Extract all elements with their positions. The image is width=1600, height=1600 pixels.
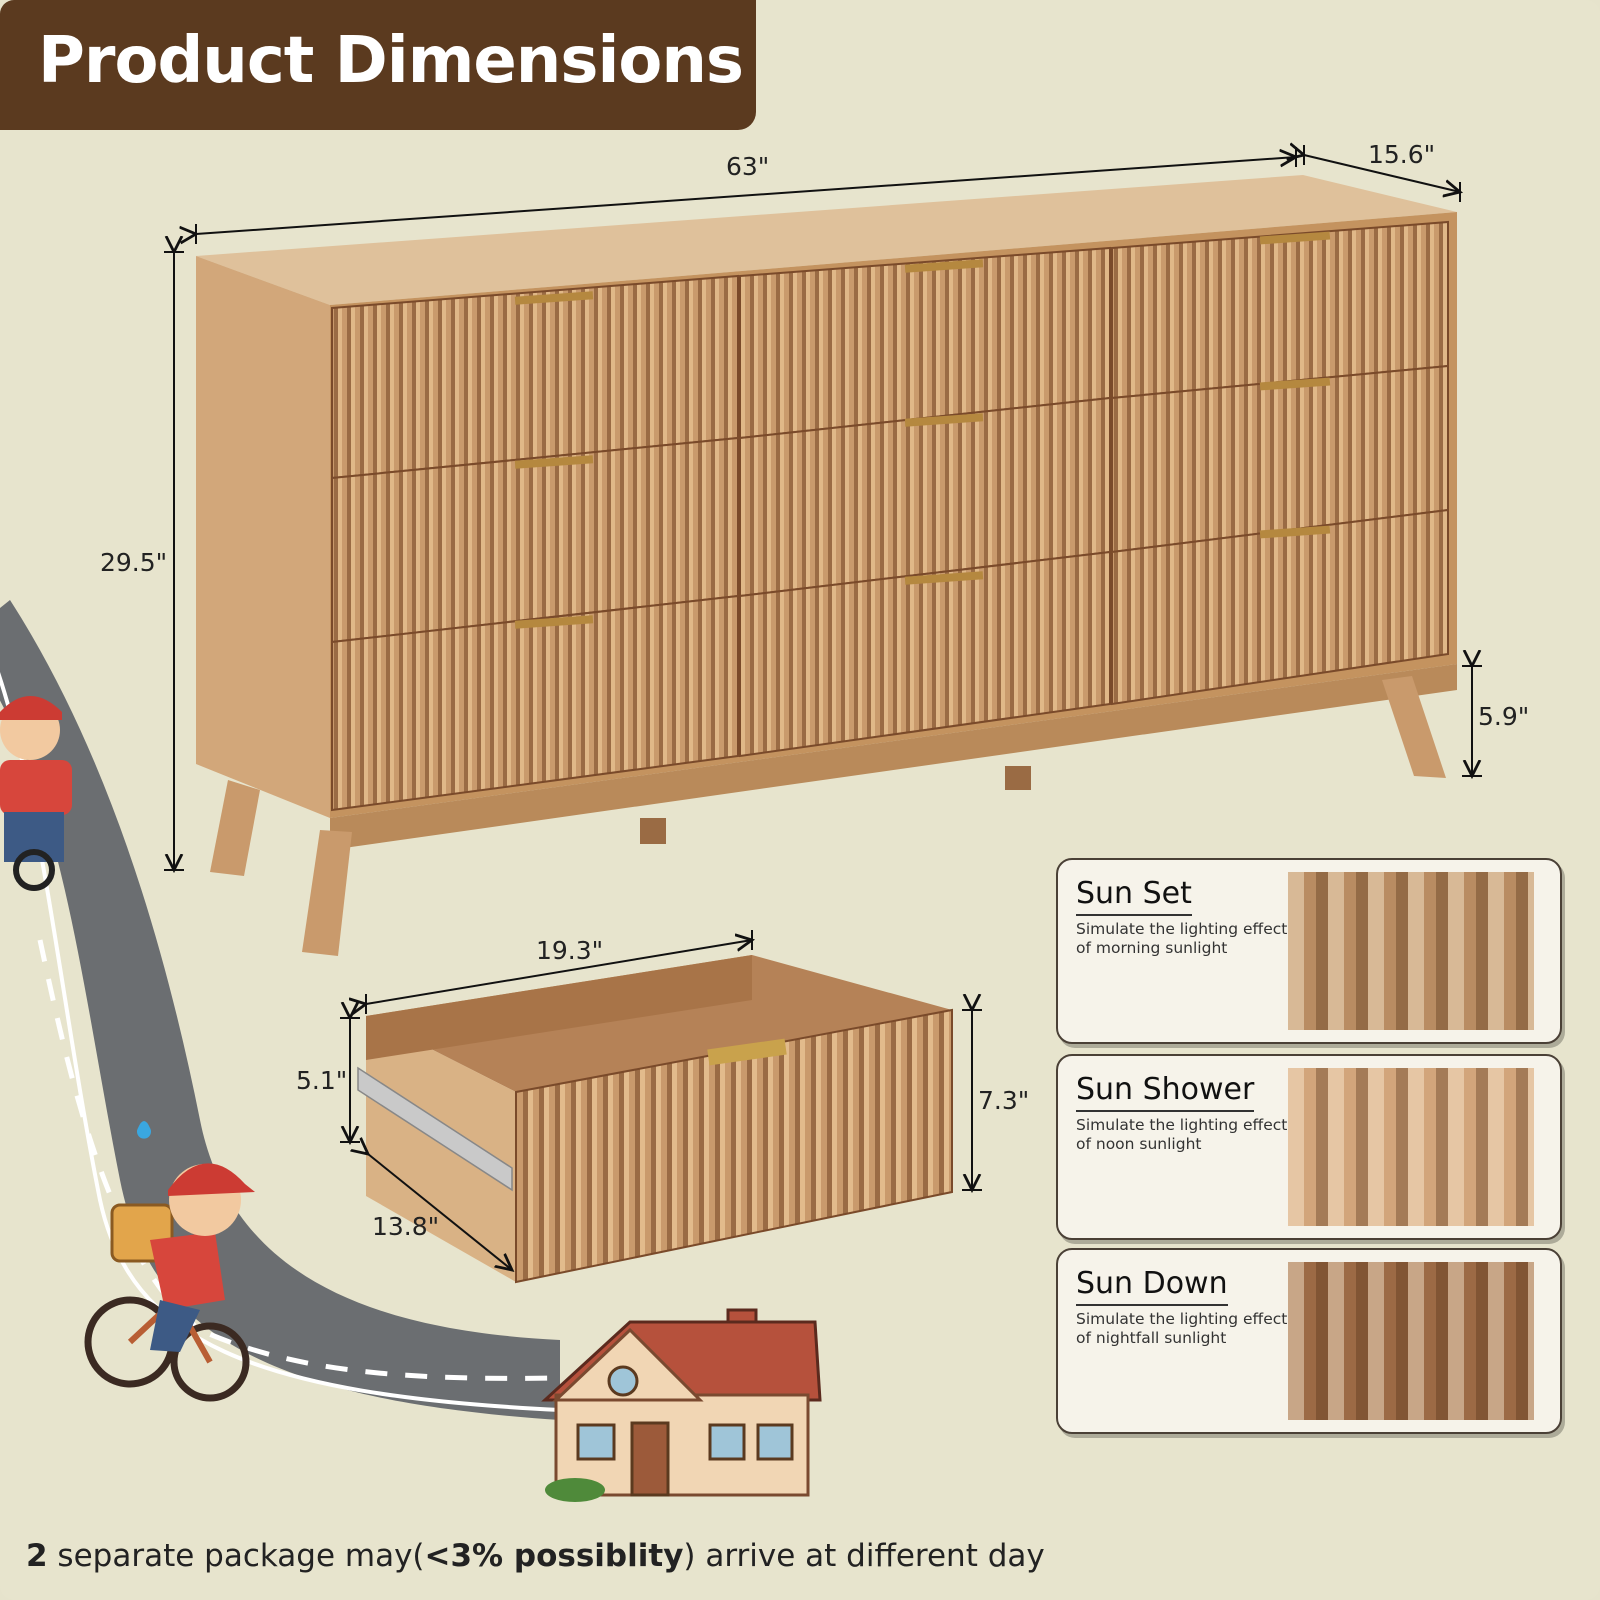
note-text-before: separate package may( [47,1538,425,1574]
card-description: Simulate the lighting effect of noon sun… [1076,1116,1288,1153]
top-rider-illustration [0,696,72,891]
lighting-card-sun-set: Sun Set Simulate the lighting effect of … [1056,858,1562,1044]
lighting-card-sun-shower: Sun Shower Simulate the lighting effect … [1056,1054,1562,1240]
wood-swatch [1288,872,1534,1030]
wood-swatch [1288,1262,1534,1420]
depth-dimension-label: 15.6" [1368,140,1436,169]
card-description: Simulate the lighting effect of nightfal… [1076,1310,1288,1347]
lighting-card-sun-down: Sun Down Simulate the lighting effect of… [1056,1248,1562,1434]
package-count: 2 [26,1538,48,1574]
drawer-depth-dimension-label: 13.8" [372,1212,440,1241]
header-banner: Product Dimensions [0,0,756,130]
card-title: Sun Set [1076,876,1192,916]
drawer-illustration [357,955,953,1284]
delivery-note: 2 separate package may(<3% possiblity) a… [26,1538,1045,1574]
drawer-inner-height-dimension-label: 5.1" [296,1066,348,1095]
page-title: Product Dimensions [38,24,744,98]
wood-swatch [1288,1068,1534,1226]
drawer-front-height-dimension-label: 7.3" [978,1086,1030,1115]
drawer-width-dimension-label: 19.3" [536,936,604,965]
height-dimension-label: 29.5" [100,548,168,577]
note-highlight: <3% possiblity [424,1538,684,1574]
delivery-rider-illustration [84,1121,255,1402]
note-text-after: ) arrive at different day [683,1538,1045,1574]
dresser-illustration [196,175,1457,956]
card-description: Simulate the lighting effect of morning … [1076,920,1288,957]
house-illustration [541,1308,822,1502]
width-dimension-label: 63" [726,152,770,181]
dimension-lines [164,145,1482,1270]
card-title: Sun Shower [1076,1072,1255,1112]
leg-height-dimension-label: 5.9" [1478,702,1530,731]
card-title: Sun Down [1076,1266,1228,1306]
